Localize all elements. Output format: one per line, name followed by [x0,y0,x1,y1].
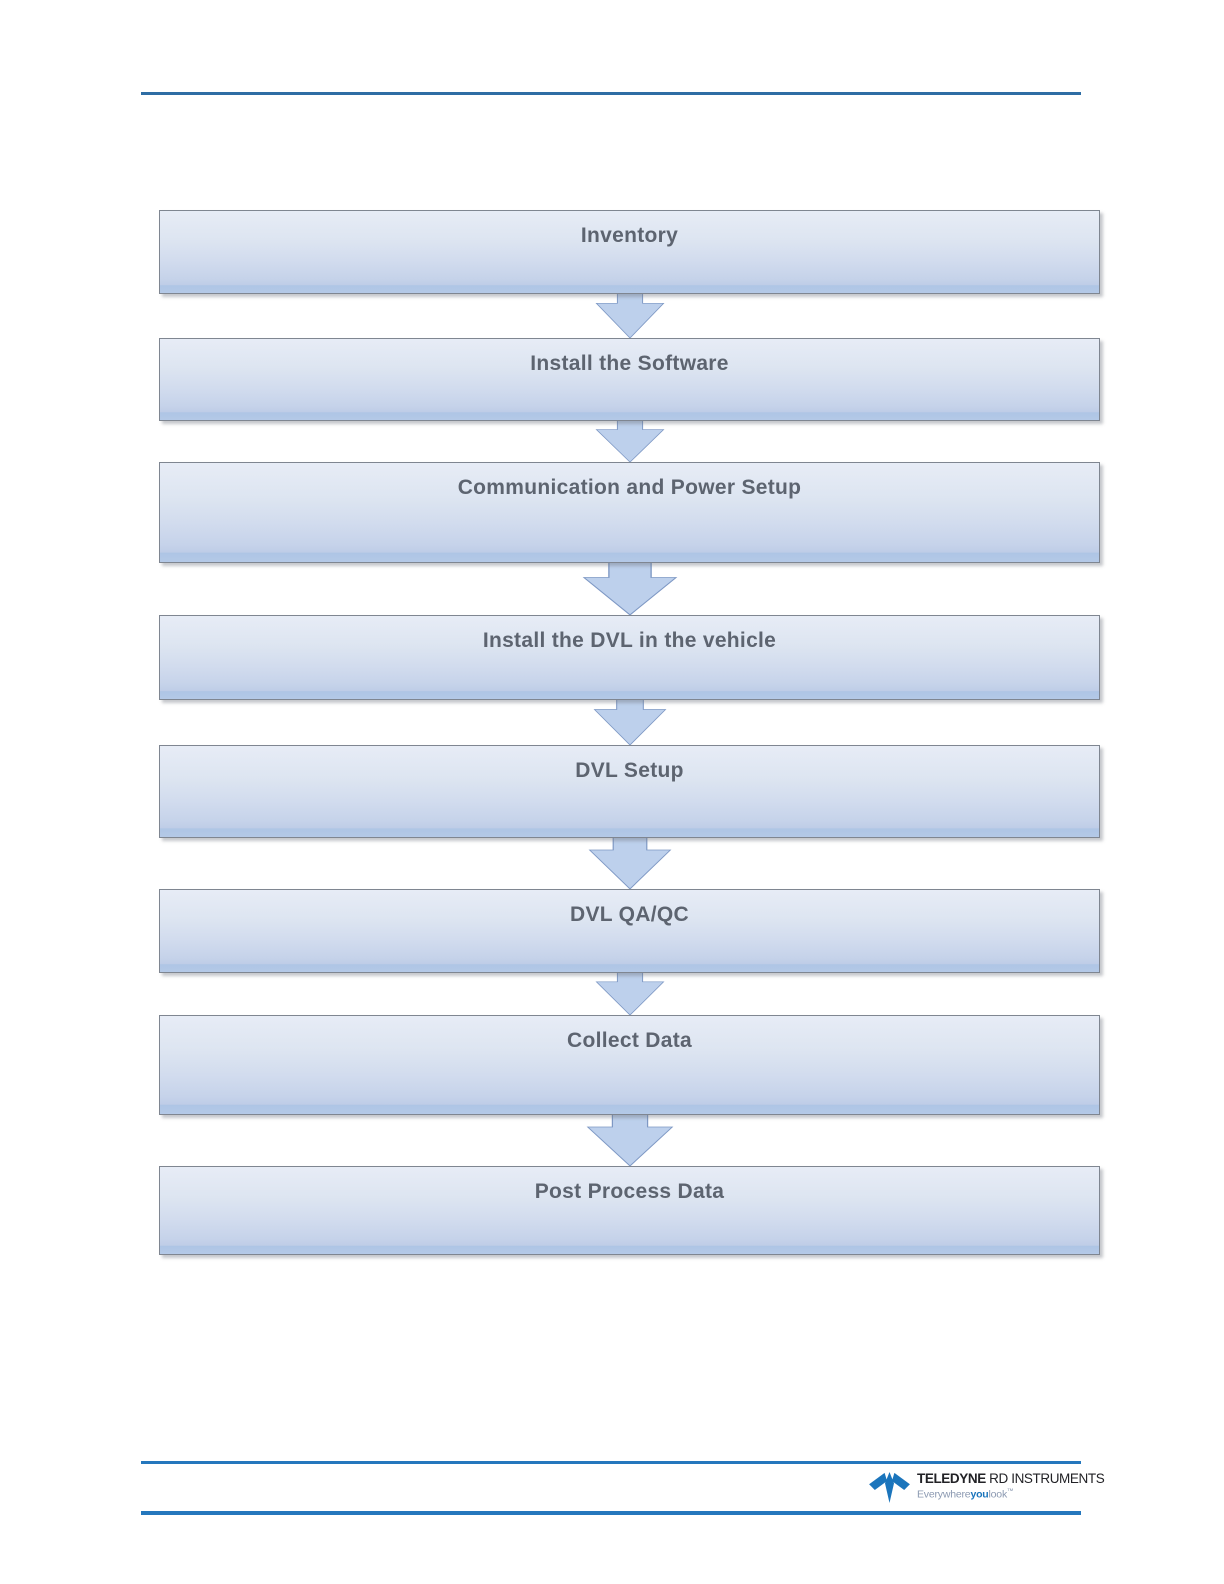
teledyne-logo: TELEDYNE RD INSTRUMENTS Everywhereyouloo… [869,1471,1105,1503]
footer-rule-top [141,1461,1081,1464]
down-arrow-icon [582,561,678,616]
down-arrow-icon [595,292,665,339]
tagline-look: look [988,1488,1008,1500]
step-label: Communication and Power Setup [457,476,802,499]
header-rule [141,92,1081,95]
flow-step-inventory: Inventory [159,210,1100,294]
step-label: Collect Data [567,1029,692,1052]
tagline-everywhere: Everywhere [917,1488,971,1500]
step-label: DVL Setup [575,759,684,782]
trademark-symbol: ™ [1007,1487,1014,1495]
down-arrow-icon [593,698,667,746]
flow-step-collect-data: Collect Data [159,1015,1100,1115]
flow-step-install-software: Install the Software [159,338,1100,421]
down-arrow-icon [595,971,665,1016]
brand-tagline: Everywhereyoulook™ [917,1487,1104,1500]
flow-step-dvl-setup: DVL Setup [159,745,1100,838]
step-label: DVL QA/QC [570,903,689,926]
footer-rule-bottom [141,1511,1081,1515]
flow-step-post-process-data: Post Process Data [159,1166,1100,1255]
teledyne-logo-text: TELEDYNE RD INSTRUMENTS Everywhereyouloo… [917,1471,1105,1500]
tagline-you: you [970,1488,989,1500]
down-arrow-icon [588,836,672,890]
step-label: Install the DVL in the vehicle [482,629,777,652]
down-arrow-icon [586,1113,674,1167]
brand-name: TELEDYNE [917,1471,986,1486]
step-label: Install the Software [530,352,729,375]
brand-division: RD INSTRUMENTS [985,1471,1105,1486]
step-label: Inventory [580,224,679,247]
flow-step-communication-power-setup: Communication and Power Setup [159,462,1100,563]
teledyne-logo-icon [869,1472,910,1503]
brand-line: TELEDYNE RD INSTRUMENTS [917,1471,1105,1486]
down-arrow-icon [595,419,665,463]
flow-step-dvl-qaqc: DVL QA/QC [159,889,1100,973]
step-label: Post Process Data [534,1180,725,1203]
flow-step-install-dvl-vehicle: Install the DVL in the vehicle [159,615,1100,700]
